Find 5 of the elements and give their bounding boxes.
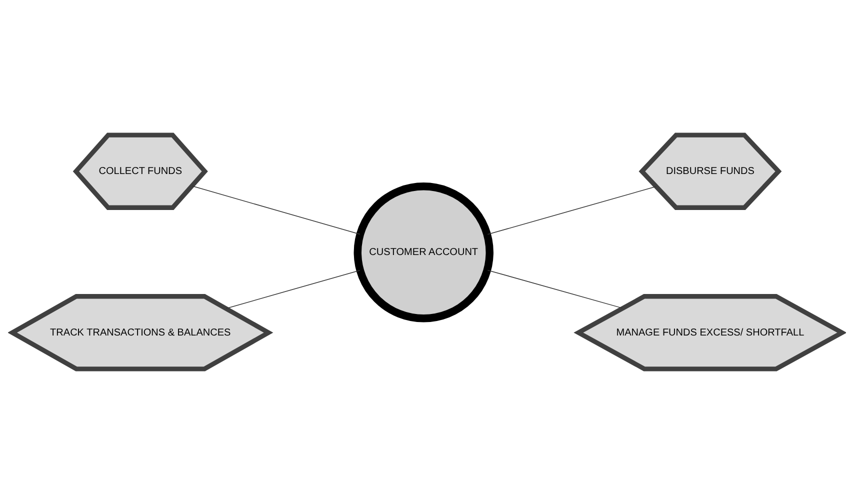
connector [192,186,360,235]
node-circle: CUSTOMER ACCOUNT [354,182,494,322]
connector [487,270,623,309]
connector [226,270,360,309]
connector [487,186,657,235]
